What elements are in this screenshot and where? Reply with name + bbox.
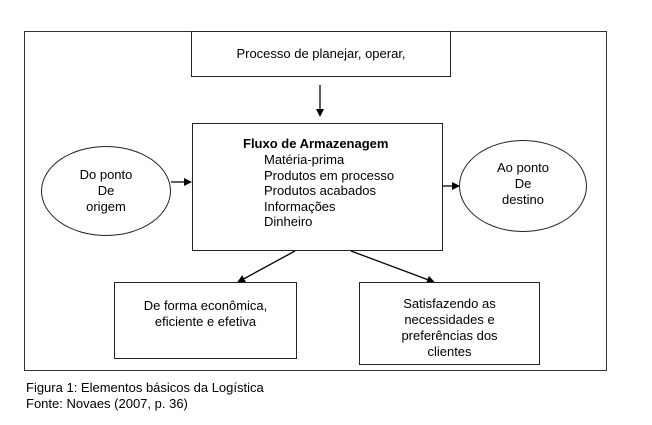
storage-flow-item: Informações [264, 198, 336, 214]
origin-line: origem [86, 199, 126, 214]
origin-ellipse: Do ponto De origem [41, 146, 171, 236]
storage-flow-item: Produtos em processo [264, 167, 395, 183]
destination-line: Ao ponto [496, 160, 550, 175]
origin-line: De [97, 183, 115, 198]
efficiency-line: De forma econômica, [143, 298, 268, 313]
satisfaction-line: necessidades e [404, 312, 495, 327]
figure-caption: Figura 1: Elementos básicos da Logística… [26, 380, 264, 412]
satisfaction-line: preferências dos [401, 328, 498, 343]
customer-satisfaction-box: Satisfazendo as necessidades e preferênc… [359, 282, 540, 365]
figure-source: Fonte: Novaes (2007, p. 36) [26, 396, 188, 411]
figure-title: Figura 1: Elementos básicos da Logística [26, 380, 264, 395]
efficiency-box: De forma econômica, eficiente e efetiva [114, 282, 297, 359]
destination-ellipse: Ao ponto De destino [459, 140, 587, 232]
storage-flow-list: Matéria-prima Produtos em processo Produ… [264, 152, 394, 230]
origin-line: Do ponto [79, 167, 133, 182]
arrow-main-to-bottom-right [350, 250, 435, 284]
destination-line: De [514, 176, 532, 191]
destination-line: destino [502, 192, 544, 207]
arrow-main-to-bottom-left [237, 250, 296, 283]
satisfaction-line: clientes [427, 344, 472, 359]
top-process-text: Processo de planejar, operar, [236, 46, 406, 61]
storage-flow-item: Matéria-prima [264, 152, 345, 167]
storage-flow-title: Fluxo de Armazenagem [243, 136, 389, 151]
storage-flow-item: Produtos acabados [264, 183, 377, 198]
storage-flow-item: Dinheiro [264, 214, 313, 229]
efficiency-line: eficiente e efetiva [154, 314, 257, 329]
top-process-box: Processo de planejar, operar, [191, 31, 451, 77]
satisfaction-line: Satisfazendo as [403, 296, 496, 311]
storage-flow-box: Fluxo de Armazenagem Matéria-prima Produ… [192, 123, 443, 251]
